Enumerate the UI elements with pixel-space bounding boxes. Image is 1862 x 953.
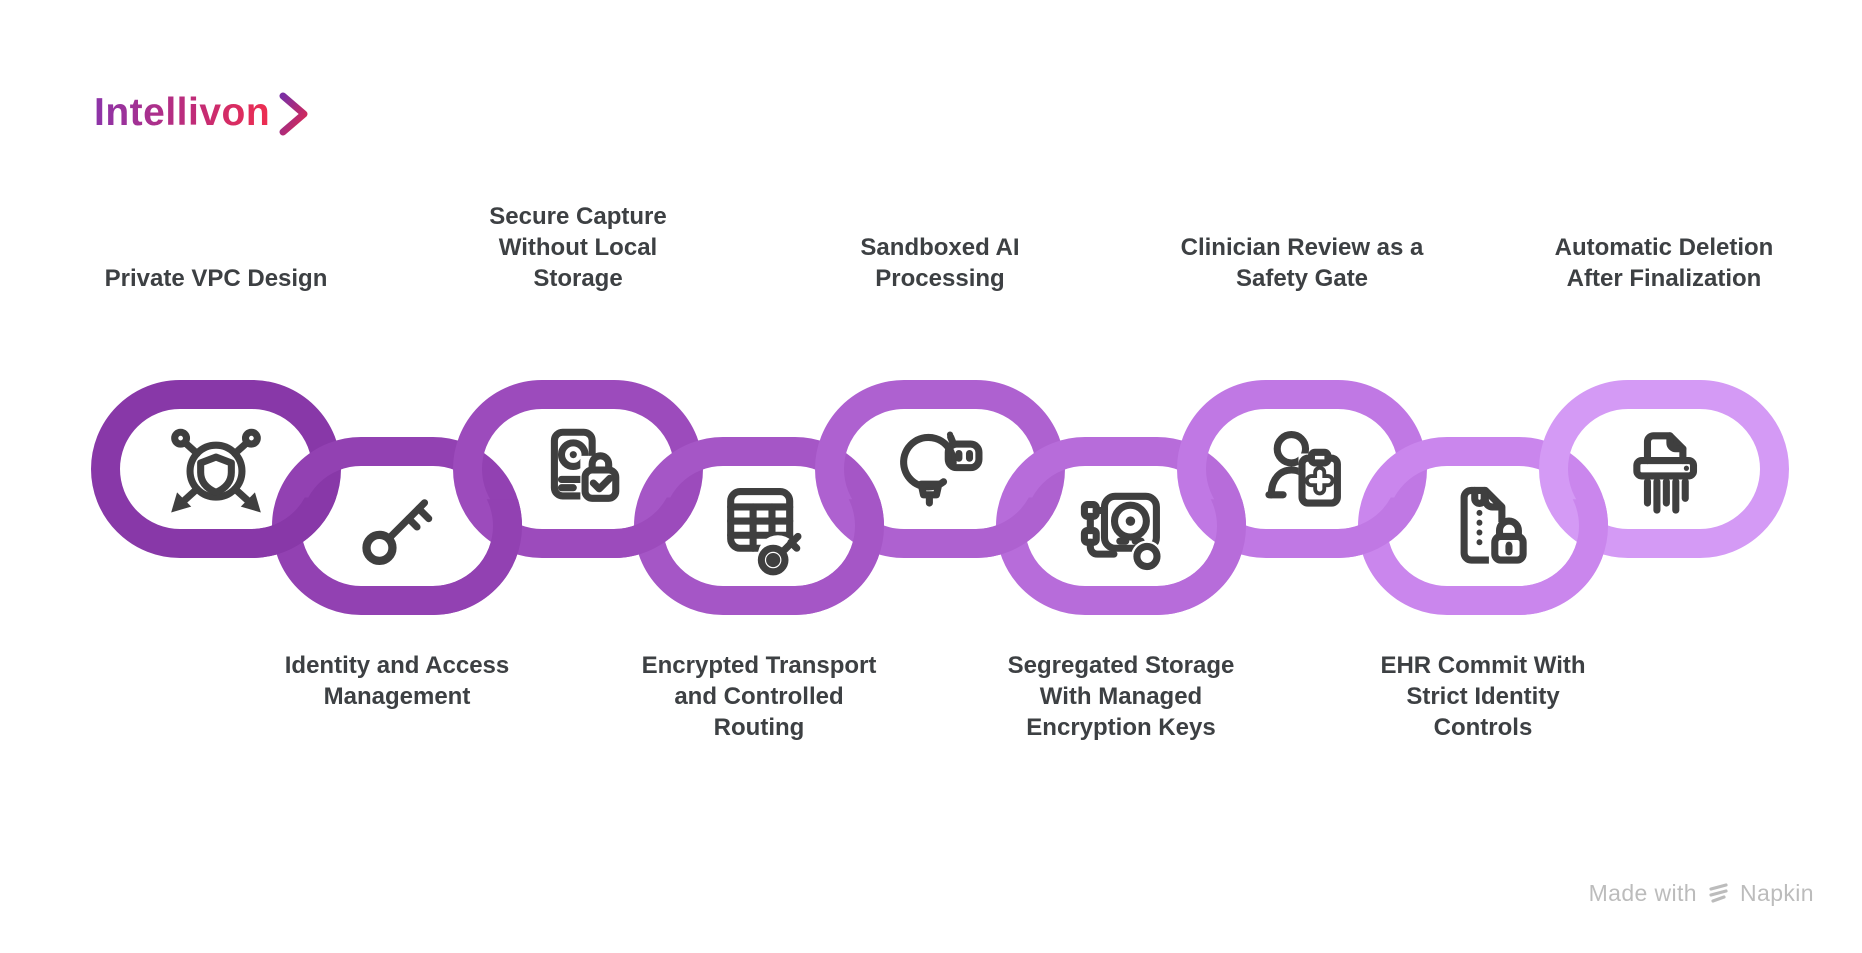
link-label: Sandboxed AI Processing xyxy=(860,234,1020,292)
napkin-watermark: Made with Napkin xyxy=(1589,880,1814,907)
logo-chevron-icon xyxy=(279,92,308,136)
logo-text: Intellivon xyxy=(94,91,271,134)
camera-document-lock-icon xyxy=(550,428,621,504)
lightbulb-robot-icon xyxy=(900,431,983,507)
table-key-icon xyxy=(727,488,802,576)
vault-network-icon xyxy=(1080,492,1163,573)
link-label: EHR Commit With Strict Identity Controls xyxy=(1380,652,1586,741)
link-label: Segregated Storage With Managed Encrypti… xyxy=(1007,652,1235,741)
napkin-logo-icon xyxy=(1709,882,1728,903)
key-icon xyxy=(362,499,433,565)
watermark-brand: Napkin xyxy=(1740,880,1814,906)
clinician-clipboard-icon xyxy=(1265,431,1341,507)
link-label: Identity and Access Management xyxy=(284,652,510,710)
link-label: Encrypted Transport and Controlled Routi… xyxy=(641,652,877,741)
logo: Intellivon xyxy=(94,88,311,138)
link-label: Secure Capture Without Local Storage xyxy=(489,203,667,292)
link-label: Private VPC Design xyxy=(104,265,328,292)
watermark-prefix: Made with xyxy=(1588,880,1697,906)
link-label: Automatic Deletion After Finalization xyxy=(1554,234,1774,292)
link-label: Clinician Review as a Safety Gate xyxy=(1180,234,1424,292)
shredder-icon xyxy=(1633,432,1698,514)
